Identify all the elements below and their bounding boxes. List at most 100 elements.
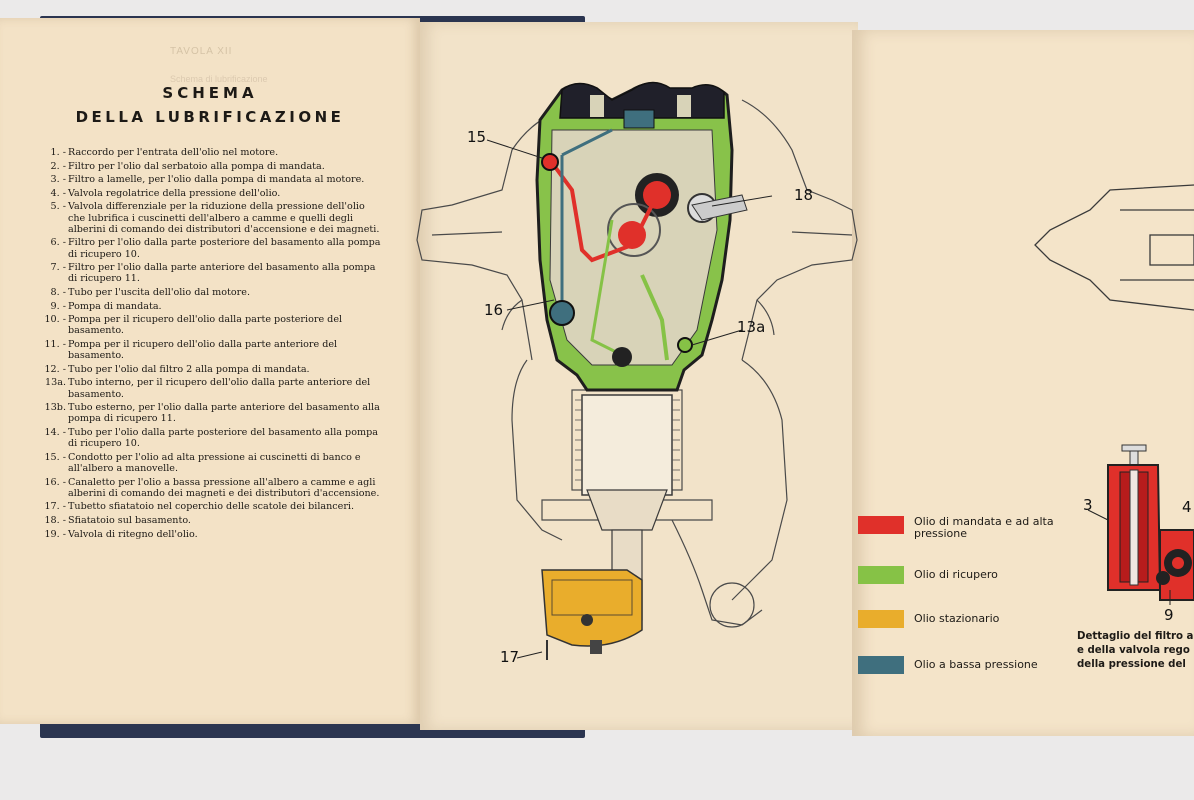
page-title-line2: DELLA LUBRIFICAZIONE <box>75 108 345 126</box>
legend-item: 13b.Tubo esterno, per l'olio dalla parte… <box>38 402 383 424</box>
detail-label-9: 9 <box>1164 606 1174 624</box>
right-page <box>852 30 1194 736</box>
legend-item: 6. -Filtro per l'olio dalla parte poster… <box>38 237 383 259</box>
legend-item-text: Valvola differenziale per la riduzione d… <box>68 201 380 235</box>
legend-item-number: 16. - <box>44 476 66 488</box>
legend-item-number: 17. - <box>44 501 66 513</box>
legend-item-number: 15. - <box>44 451 66 463</box>
legend-item-text: Tubo per l'uscita dell'olio dal motore. <box>68 286 251 298</box>
color-key: Olio di mandata e ad alta pressione Olio… <box>858 508 1058 688</box>
ghost-header-text: TAVOLA XII <box>170 46 233 57</box>
legend-item: 1. -Raccordo per l'entrata dell'olio nel… <box>38 147 383 158</box>
legend-item-number: 18. - <box>44 514 66 526</box>
legend-item: 18. -Sfiatatoio sul basamento. <box>38 515 383 526</box>
page-title-line1: SCHEMA <box>162 84 258 102</box>
legend-item-text: Tubo esterno, per l'olio dalla parte ant… <box>68 402 380 425</box>
legend-item-text: Tubo per l'olio dal filtro 2 alla pompa … <box>68 363 310 375</box>
legend-item: 7. -Filtro per l'olio dalla parte anteri… <box>38 262 383 284</box>
swatch-teal <box>858 656 904 674</box>
legend-item: 11. -Pompa per il ricupero dell'olio dal… <box>38 339 383 361</box>
legend-item-number: 9. - <box>50 300 66 312</box>
legend-item: 12. -Tubo per l'olio dal filtro 2 alla p… <box>38 364 383 375</box>
legend-item: 17. -Tubetto sfiatatoio nel coperchio de… <box>38 501 383 512</box>
detail-label-3: 3 <box>1083 496 1093 514</box>
legend-item-number: 14. - <box>44 426 66 438</box>
legend-item-text: Condotto per l'olio ad alta pressione ai… <box>68 451 361 474</box>
key-label-low-pressure: Olio a bassa pressione <box>914 658 1038 671</box>
engine-lubrication-diagram: 15 18 16 13a 17 <box>416 81 858 666</box>
oil-passages <box>541 128 693 367</box>
key-label-high-pressure: Olio di mandata e ad alta pressione <box>914 515 1054 540</box>
leader-lines <box>486 139 773 659</box>
partial-engine-outline <box>1034 184 1194 311</box>
key-row-recovery: Olio di ricupero <box>858 566 1054 584</box>
detail-caption: Dettaglio del filtro a l e della valvola… <box>1077 630 1194 672</box>
legend-item-number: 5. - <box>50 201 66 213</box>
left-page: TAVOLA XII Schema di lubrificazione <box>0 18 420 724</box>
legend-item-number: 7. - <box>50 262 66 274</box>
detail-caption-line3: della pressione del <box>1077 659 1186 670</box>
diagram-label-15: 15 <box>467 128 486 146</box>
swatch-orange <box>858 610 904 628</box>
legend-item: 3. -Filtro a lamelle, per l'olio dalla p… <box>38 174 383 185</box>
swatch-green <box>858 566 904 584</box>
ghost-header-subtext: Schema di lubrificazione <box>170 74 268 84</box>
detail-caption-line1: Dettaglio del filtro a l <box>1077 631 1194 642</box>
legend-item-text: Tubo interno, per il ricupero dell'olio … <box>68 377 371 400</box>
key-row-stationary: Olio stazionario <box>858 610 1054 628</box>
diagram-label-18: 18 <box>794 186 813 204</box>
legend-item-text: Valvola di ritegno dell'olio. <box>68 528 198 540</box>
detail-label-4: 4 <box>1182 498 1192 516</box>
legend-item-number: 13a. <box>45 377 66 389</box>
legend-item-number: 1. - <box>50 147 66 158</box>
legend-item-number: 2. - <box>50 160 66 172</box>
legend-item-number: 10. - <box>44 314 66 326</box>
diagram-label-16: 16 <box>484 301 503 319</box>
legend-item: 5. -Valvola differenziale per la riduzio… <box>38 201 383 235</box>
legend-item-text: Valvola regolatrice della pressione dell… <box>68 187 281 199</box>
legend-item-text: Filtro per l'olio dalla parte posteriore… <box>68 237 381 260</box>
legend-item-text: Raccordo per l'entrata dell'olio nel mot… <box>68 147 279 158</box>
legend-item-number: 13b. <box>44 402 66 414</box>
legend-item-text: Pompa per il ricupero dell'olio dalla pa… <box>68 338 338 362</box>
legend-item: 8. -Tubo per l'uscita dell'olio dal moto… <box>38 287 383 298</box>
legend-item: 2. -Filtro per l'olio dal serbatoio alla… <box>38 161 383 172</box>
key-label-recovery: Olio di ricupero <box>914 568 998 581</box>
legend-item: 19. -Valvola di ritegno dell'olio. <box>38 529 383 540</box>
cylinder-head <box>559 81 725 129</box>
key-row-low-pressure: Olio a bassa pressione <box>858 656 1054 674</box>
filter-valve-detail: 3 4 9 <box>1083 444 1194 624</box>
detail-caption-line2: e della valvola rego <box>1077 645 1190 656</box>
legend-item-number: 11. - <box>44 338 66 350</box>
legend-item: 16. -Canaletto per l'olio a bassa pressi… <box>38 477 383 499</box>
legend-item-number: 3. - <box>50 174 66 186</box>
parts-legend-list: 1. -Raccordo per l'entrata dell'olio nel… <box>38 147 383 542</box>
legend-item-text: Filtro per l'olio dal serbatoio alla pom… <box>68 160 325 172</box>
legend-item-number: 12. - <box>44 363 66 375</box>
legend-item-text: Filtro per l'olio dalla parte anteriore … <box>68 262 376 285</box>
key-label-stationary: Olio stazionario <box>914 612 1000 625</box>
legend-item: 9. -Pompa di mandata. <box>38 301 383 312</box>
legend-item-text: Sfiatatoio sul basamento. <box>68 514 191 526</box>
legend-item: 13a.Tubo interno, per il ricupero dell'o… <box>38 377 383 399</box>
swatch-red <box>858 516 904 534</box>
sump-stationary-oil <box>541 569 643 660</box>
key-row-high-pressure: Olio di mandata e ad alta pressione <box>858 516 1054 540</box>
legend-item: 4. -Valvola regolatrice della pressione … <box>38 188 383 199</box>
legend-item-number: 6. - <box>50 237 66 249</box>
legend-item: 10. -Pompa per il ricupero dell'olio dal… <box>38 314 383 336</box>
legend-item: 14. -Tubo per l'olio dalla parte posteri… <box>38 427 383 449</box>
legend-item-text: Filtro a lamelle, per l'olio dalla pompa… <box>68 174 365 186</box>
legend-item-text: Pompa per il ricupero dell'olio dalla pa… <box>68 314 343 337</box>
legend-item: 15. -Condotto per l'olio ad alta pressio… <box>38 452 383 474</box>
diagram-label-13a: 13a <box>737 318 765 336</box>
legend-item-number: 19. - <box>44 528 66 540</box>
legend-item-text: Tubo per l'olio dalla parte posteriore d… <box>68 426 378 450</box>
diagram-label-17: 17 <box>500 648 519 666</box>
legend-item-text: Pompa di mandata. <box>68 300 162 312</box>
legend-item-text: Tubetto sfiatatoio nel coperchio delle s… <box>68 501 355 513</box>
legend-item-number: 8. - <box>50 286 66 298</box>
legend-item-text: Canaletto per l'olio a bassa pressione a… <box>68 476 380 499</box>
cylinder-and-piston <box>575 394 680 621</box>
legend-item-number: 4. - <box>50 187 66 199</box>
